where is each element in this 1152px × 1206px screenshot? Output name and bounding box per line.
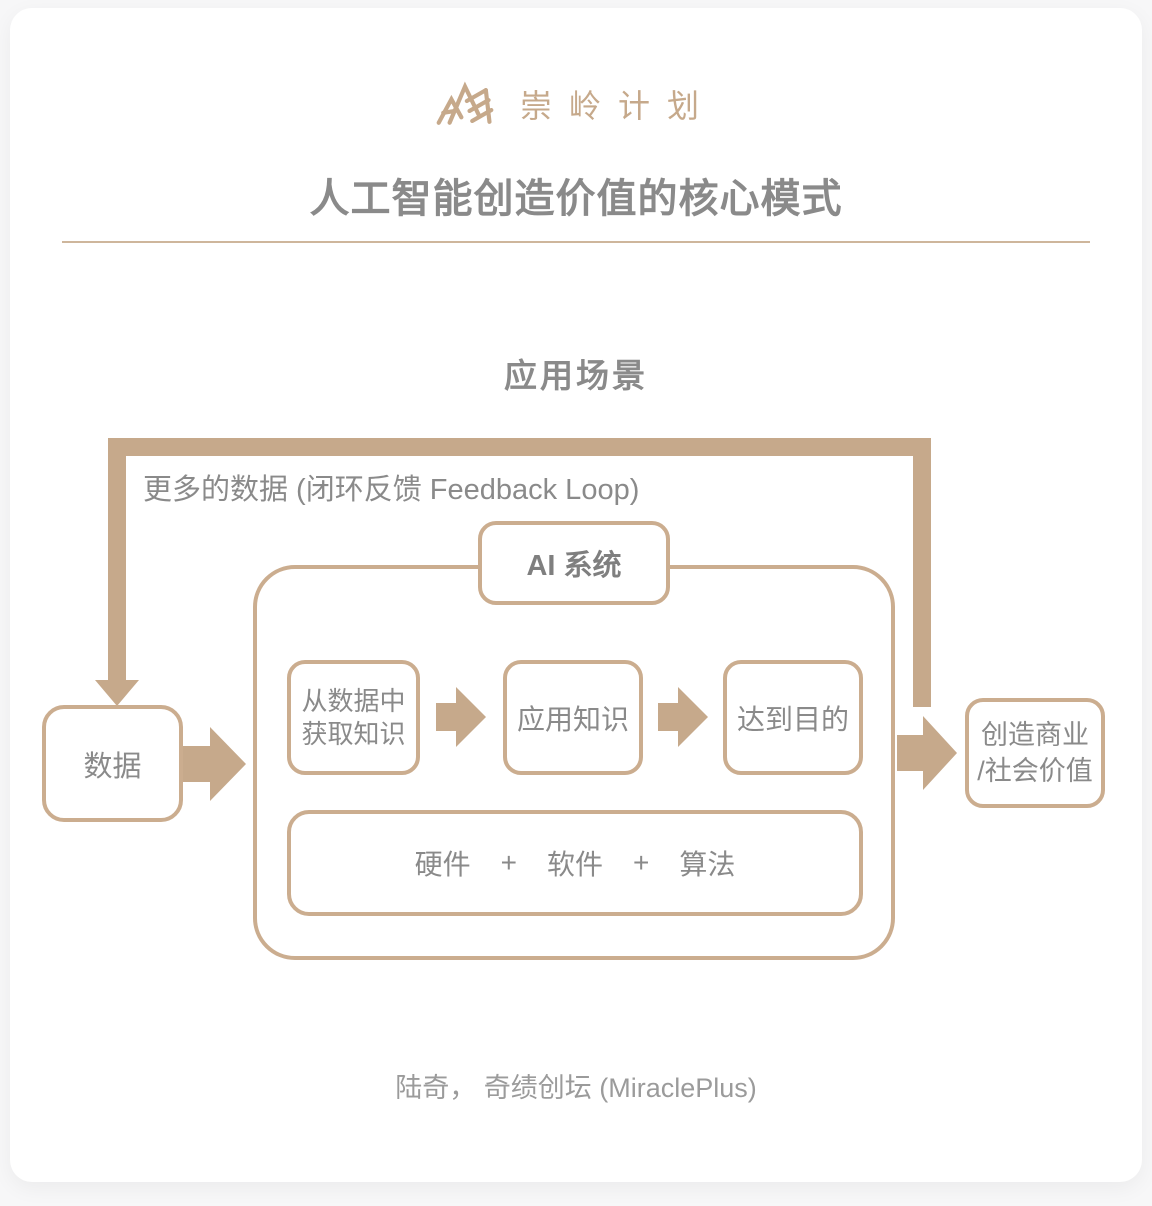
step-label-line: 获取知识 bbox=[301, 718, 406, 749]
page-title: 人工智能创造价值的核心模式 bbox=[309, 177, 843, 221]
step-box-extract-knowledge: 从数据中 获取知识 bbox=[287, 660, 420, 775]
logo: 崇岭计划 bbox=[0, 74, 1152, 133]
arrow-tail bbox=[436, 703, 456, 731]
feedback-loop-top-line bbox=[108, 438, 931, 456]
plus-sign: + bbox=[633, 847, 650, 878]
arrow-head bbox=[210, 727, 246, 801]
arrow-extract-to-apply-icon bbox=[436, 687, 486, 747]
step-box-apply-knowledge: 应用知识 bbox=[503, 660, 643, 775]
arrow-tail bbox=[897, 735, 923, 771]
feedback-loop-right-line bbox=[913, 438, 931, 707]
value-box: 创造商业 /社会价值 bbox=[965, 698, 1105, 808]
step-label-line: 达到目的 bbox=[736, 703, 849, 735]
plus-sign: + bbox=[500, 847, 517, 878]
value-box-line: /社会价值 bbox=[977, 756, 1093, 786]
foundation-item-hardware: 硬件 bbox=[414, 849, 471, 880]
logo-text: 崇岭计划 bbox=[519, 87, 716, 124]
scene-label: 应用场景 bbox=[504, 357, 648, 394]
credit-text: 陆奇， 奇绩创坛 (MiraclePlus) bbox=[395, 1073, 757, 1103]
data-box: 数据 bbox=[42, 705, 183, 822]
foundation-box: 硬件 + 软件 + 算法 bbox=[287, 810, 863, 916]
arrow-tail bbox=[658, 703, 678, 731]
step-label-line: 应用知识 bbox=[516, 703, 629, 735]
step-label-line: 从数据中 bbox=[301, 686, 406, 716]
arrow-data-to-ai-icon bbox=[183, 727, 246, 801]
arrow-tail bbox=[183, 746, 210, 782]
header-divider bbox=[62, 241, 1090, 243]
foundation-item-software: 软件 bbox=[546, 849, 603, 880]
arrow-apply-to-goal-icon bbox=[658, 687, 708, 747]
arrow-head bbox=[678, 687, 708, 747]
arrow-head bbox=[923, 716, 957, 790]
foundation-item-algorithm: 算法 bbox=[679, 849, 736, 880]
feedback-loop-down-arrowhead-icon bbox=[95, 680, 139, 706]
ai-system-badge: AI 系统 bbox=[478, 521, 670, 605]
value-box-line: 创造商业 bbox=[981, 719, 1089, 750]
step-box-achieve-goal: 达到目的 bbox=[723, 660, 863, 775]
arrow-head bbox=[456, 687, 486, 747]
mountain-peaks-icon bbox=[436, 74, 494, 133]
data-box-label: 数据 bbox=[83, 750, 142, 783]
feedback-loop-label: 更多的数据 (闭环反馈 Feedback Loop) bbox=[143, 474, 640, 506]
arrow-ai-to-value-icon bbox=[897, 716, 957, 790]
feedback-loop-left-line bbox=[108, 438, 126, 680]
